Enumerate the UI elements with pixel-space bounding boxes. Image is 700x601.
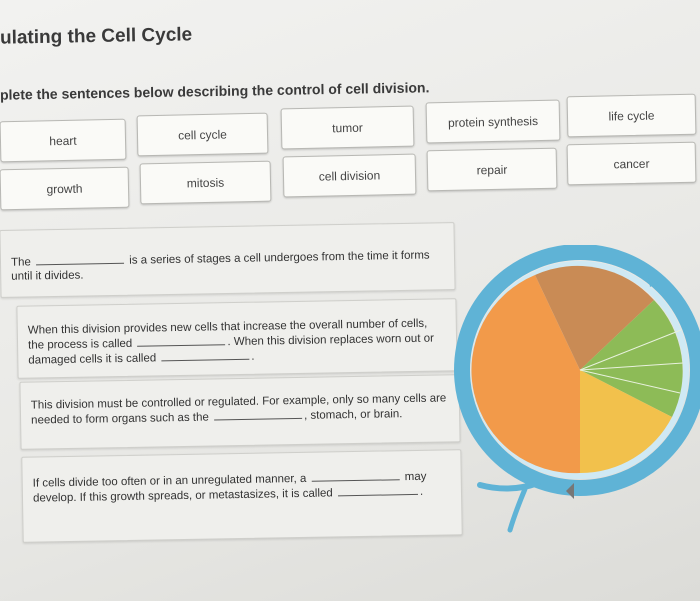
sentence-3-text: This division must be controlled or regu… bbox=[30, 375, 449, 427]
blank-3[interactable] bbox=[161, 348, 250, 362]
sentence-card-1: The is a series of stages a cell undergo… bbox=[0, 222, 456, 298]
blank-5[interactable] bbox=[311, 469, 400, 482]
sentence-1-text: The is a series of stages a cell undergo… bbox=[10, 223, 444, 284]
arrow-head-icon bbox=[566, 483, 574, 499]
diagram-outer-ring bbox=[454, 245, 700, 496]
sentence-4-text: If cells divide too often or in an unreg… bbox=[32, 450, 451, 505]
word-bank: heart cell cycle tumor protein synthesis… bbox=[0, 0, 700, 220]
sentence-2-part-3: . bbox=[251, 350, 255, 363]
sentence-2-text: When this division provides new cells th… bbox=[27, 299, 446, 367]
blank-1[interactable] bbox=[35, 252, 125, 266]
sentence-card-4: If cells divide too often or in an unreg… bbox=[21, 449, 463, 543]
word-tile-repair[interactable]: repair bbox=[426, 147, 558, 192]
word-tile-mitosis[interactable]: mitosis bbox=[139, 160, 272, 205]
word-tile-cell-cycle[interactable]: cell cycle bbox=[136, 112, 269, 157]
cell-cycle-diagram bbox=[454, 245, 700, 533]
pie-divider bbox=[579, 369, 681, 394]
pie-divider bbox=[579, 329, 682, 371]
word-tile-tumor[interactable]: tumor bbox=[280, 105, 415, 150]
pie-divider bbox=[579, 362, 684, 371]
arrow-head-icon bbox=[648, 275, 660, 287]
blank-2[interactable] bbox=[137, 334, 226, 347]
word-tile-protein-synthesis[interactable]: protein synthesis bbox=[425, 99, 561, 144]
sentence-3-part-2: , stomach, or brain. bbox=[303, 408, 403, 422]
word-tile-cell-division[interactable]: cell division bbox=[282, 153, 417, 198]
blank-6[interactable] bbox=[337, 483, 418, 497]
sentence-4-part-3: . bbox=[419, 485, 424, 498]
word-tile-cancer[interactable]: cancer bbox=[566, 141, 697, 186]
sentence-card-2: When this division provides new cells th… bbox=[16, 298, 458, 379]
blank-4[interactable] bbox=[213, 407, 303, 421]
sentence-4-part-1: If cells divide too often or in an unreg… bbox=[32, 472, 307, 490]
pie-segment-brown bbox=[535, 265, 654, 370]
exit-arrow-icon bbox=[507, 486, 528, 533]
exit-arrow-icon bbox=[477, 480, 541, 492]
sentence-card-3: This division must be controlled or regu… bbox=[19, 374, 461, 450]
pie-segment-yellow bbox=[580, 370, 672, 474]
word-tile-life-cycle[interactable]: life cycle bbox=[566, 93, 697, 138]
cycle-pie bbox=[471, 265, 684, 474]
word-tile-heart[interactable]: heart bbox=[0, 118, 127, 163]
word-tile-growth[interactable]: growth bbox=[0, 166, 130, 211]
sentence-1-part-1: The bbox=[10, 256, 31, 269]
pie-segment-orange bbox=[471, 275, 580, 474]
